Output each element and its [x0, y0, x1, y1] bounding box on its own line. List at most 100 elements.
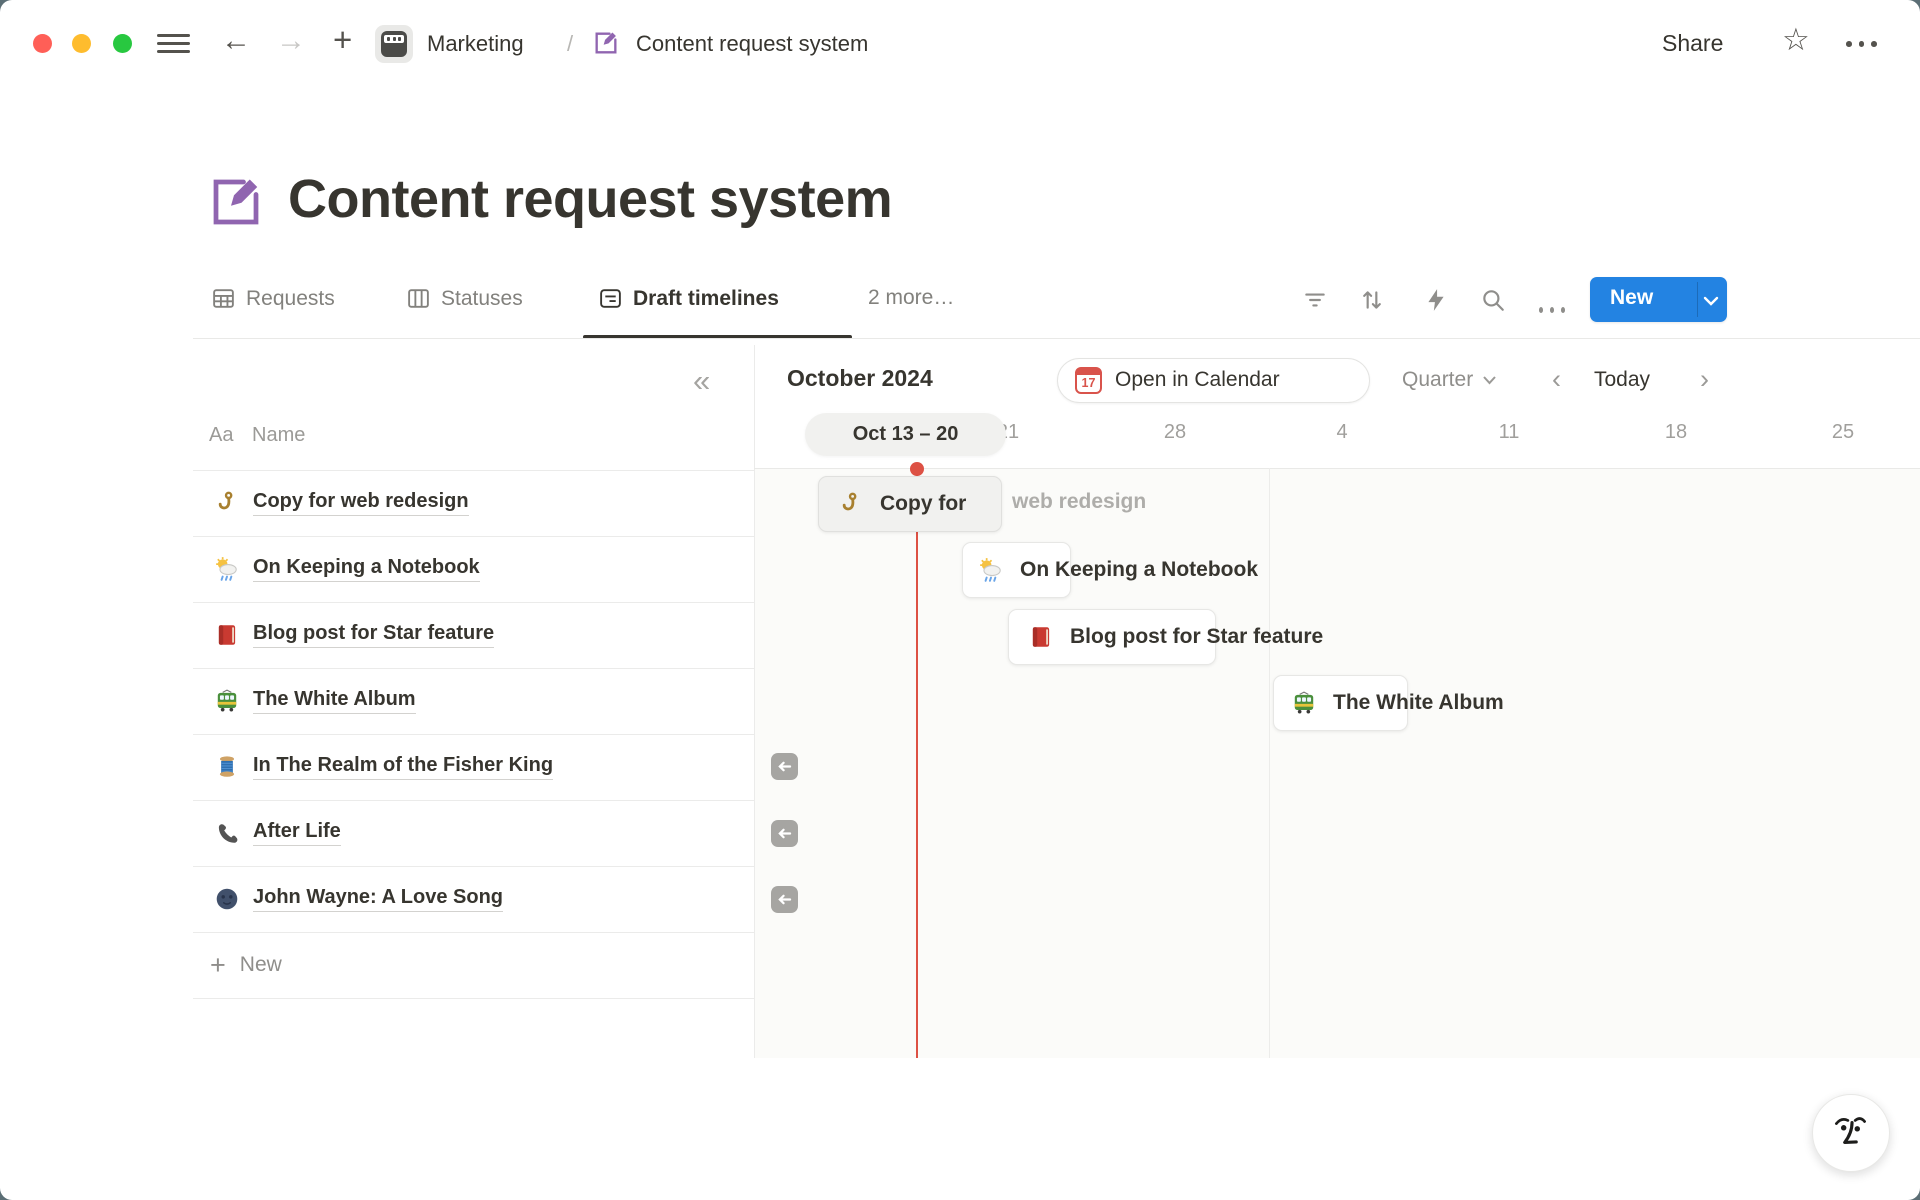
tab-draft-timelines[interactable]: Draft timelines [598, 286, 779, 311]
timeline-month-label: October 2024 [787, 365, 933, 392]
window-zoom-button[interactable] [113, 34, 132, 53]
notion-face-icon [1830, 1110, 1872, 1156]
tabbar-divider [193, 338, 1920, 339]
sun-rain-cloud-icon [214, 556, 240, 582]
row-title-link[interactable]: John Wayne: A Love Song [253, 886, 503, 912]
forward-arrow-icon[interactable]: → [276, 26, 306, 56]
tab-statuses[interactable]: Statuses [406, 286, 523, 311]
today-marker-line [916, 469, 918, 1058]
workspace-teamspace-icon[interactable] [375, 25, 413, 63]
tram-icon [1291, 690, 1317, 716]
scroll-to-item-left-button[interactable] [771, 886, 798, 913]
table-row[interactable]: Blog post for Star feature [193, 602, 754, 668]
page-title: Content request system [288, 168, 892, 230]
row-title-link[interactable]: Blog post for Star feature [253, 622, 494, 648]
automations-lightning-icon[interactable] [1423, 287, 1449, 313]
timeline-bar-content: Blog post for Star feature [1028, 609, 1323, 665]
timeline-bar-content: Copy for [838, 476, 966, 532]
red-book-icon [1028, 624, 1054, 650]
bar-title: On Keeping a Notebook [1020, 558, 1258, 582]
tab-requests[interactable]: Requests [211, 286, 335, 311]
red-book-icon [214, 622, 240, 648]
new-dropdown-chevron-icon[interactable] [1702, 294, 1720, 308]
row-title-link[interactable]: On Keeping a Notebook [253, 556, 480, 582]
view-options-icon[interactable] [1539, 297, 1565, 323]
name-column-header[interactable]: Name [252, 424, 305, 447]
previous-period-chevron[interactable]: ‹ [1552, 364, 1561, 395]
left-arrow-icon [777, 827, 792, 840]
teamspace-glyph [381, 31, 407, 57]
search-icon[interactable] [1480, 287, 1506, 313]
table-row[interactable]: After Life [193, 800, 754, 866]
timeline-grid-background [755, 468, 1920, 1058]
timeline-bar-content: On Keeping a Notebook [978, 542, 1258, 598]
new-button-divider [1697, 282, 1698, 317]
page-compose-icon [592, 29, 620, 57]
row-title-link[interactable]: Copy for web redesign [253, 490, 469, 516]
date-tick: 25 [1808, 421, 1878, 444]
date-tick: 4 [1307, 421, 1377, 444]
help-button[interactable] [1812, 1094, 1890, 1172]
new-button[interactable]: New [1590, 277, 1727, 322]
bar-title: Copy for [880, 492, 966, 516]
next-period-chevron[interactable]: › [1700, 364, 1709, 395]
hook-icon [838, 491, 864, 517]
timeline-view-icon [598, 286, 623, 311]
timeline-zoom-select[interactable]: Quarter [1402, 368, 1497, 392]
window-close-button[interactable] [33, 34, 52, 53]
tram-icon [214, 688, 240, 714]
filter-icon[interactable] [1302, 287, 1328, 313]
row-title-link[interactable]: The White Album [253, 688, 416, 714]
name-column-type-icon: Aa [209, 424, 233, 447]
calendar-icon: 17 [1075, 367, 1102, 394]
back-arrow-icon[interactable]: ← [221, 26, 251, 56]
date-tick: 28 [1140, 421, 1210, 444]
telephone-icon [214, 820, 240, 846]
thread-spool-icon [214, 754, 240, 780]
table-view-icon [211, 286, 236, 311]
bar-title: The White Album [1333, 691, 1504, 715]
drag-date-range-pill: Oct 13 – 20 [805, 413, 1006, 456]
hook-icon [214, 490, 240, 516]
board-view-icon [406, 286, 431, 311]
new-button-label: New [1610, 286, 1653, 310]
page-icon-compose[interactable] [206, 172, 266, 232]
bar-title: Blog post for Star feature [1070, 625, 1323, 649]
table-row[interactable]: The White Album [193, 668, 754, 734]
plus-icon: + [210, 952, 226, 979]
today-button[interactable]: Today [1594, 368, 1650, 392]
row-title-link[interactable]: In The Realm of the Fisher King [253, 754, 553, 780]
table-row[interactable]: On Keeping a Notebook [193, 536, 754, 602]
scroll-to-item-left-button[interactable] [771, 753, 798, 780]
more-options-icon[interactable] [1846, 41, 1877, 47]
table-row[interactable]: Copy for web redesign [193, 470, 754, 536]
new-moon-face-icon [214, 886, 240, 912]
table-row[interactable]: In The Realm of the Fisher King [193, 734, 754, 800]
today-marker-dot [910, 462, 924, 476]
favorite-star-icon[interactable]: ☆ [1782, 22, 1810, 58]
tab-more[interactable]: 2 more… [868, 286, 954, 310]
collapse-sidebar-icon[interactable]: « [693, 363, 710, 399]
window-minimize-button[interactable] [72, 34, 91, 53]
timeline-bar-content: The White Album [1291, 675, 1504, 731]
row-title-link[interactable]: After Life [253, 820, 341, 846]
share-button[interactable]: Share [1662, 30, 1723, 57]
sidebar-menu-icon[interactable] [157, 34, 190, 54]
new-page-icon[interactable]: + [333, 23, 352, 56]
month-boundary-gridline [1269, 468, 1270, 1058]
timeline-grid-top-border [754, 468, 1920, 469]
date-tick: 11 [1474, 421, 1544, 444]
breadcrumb-page[interactable]: Content request system [636, 31, 868, 57]
sort-icon[interactable] [1359, 287, 1385, 313]
left-arrow-icon [777, 760, 792, 773]
scroll-to-item-left-button[interactable] [771, 820, 798, 847]
bar-title-overflow: web redesign [1012, 490, 1146, 514]
open-in-calendar-button[interactable]: 17 Open in Calendar [1057, 358, 1370, 403]
breadcrumb-workspace[interactable]: Marketing [427, 31, 524, 57]
table-row[interactable]: John Wayne: A Love Song [193, 866, 754, 932]
date-tick: 18 [1641, 421, 1711, 444]
add-new-row-button[interactable]: + New [193, 932, 754, 998]
left-arrow-icon [777, 893, 792, 906]
sun-rain-cloud-icon [978, 557, 1004, 583]
